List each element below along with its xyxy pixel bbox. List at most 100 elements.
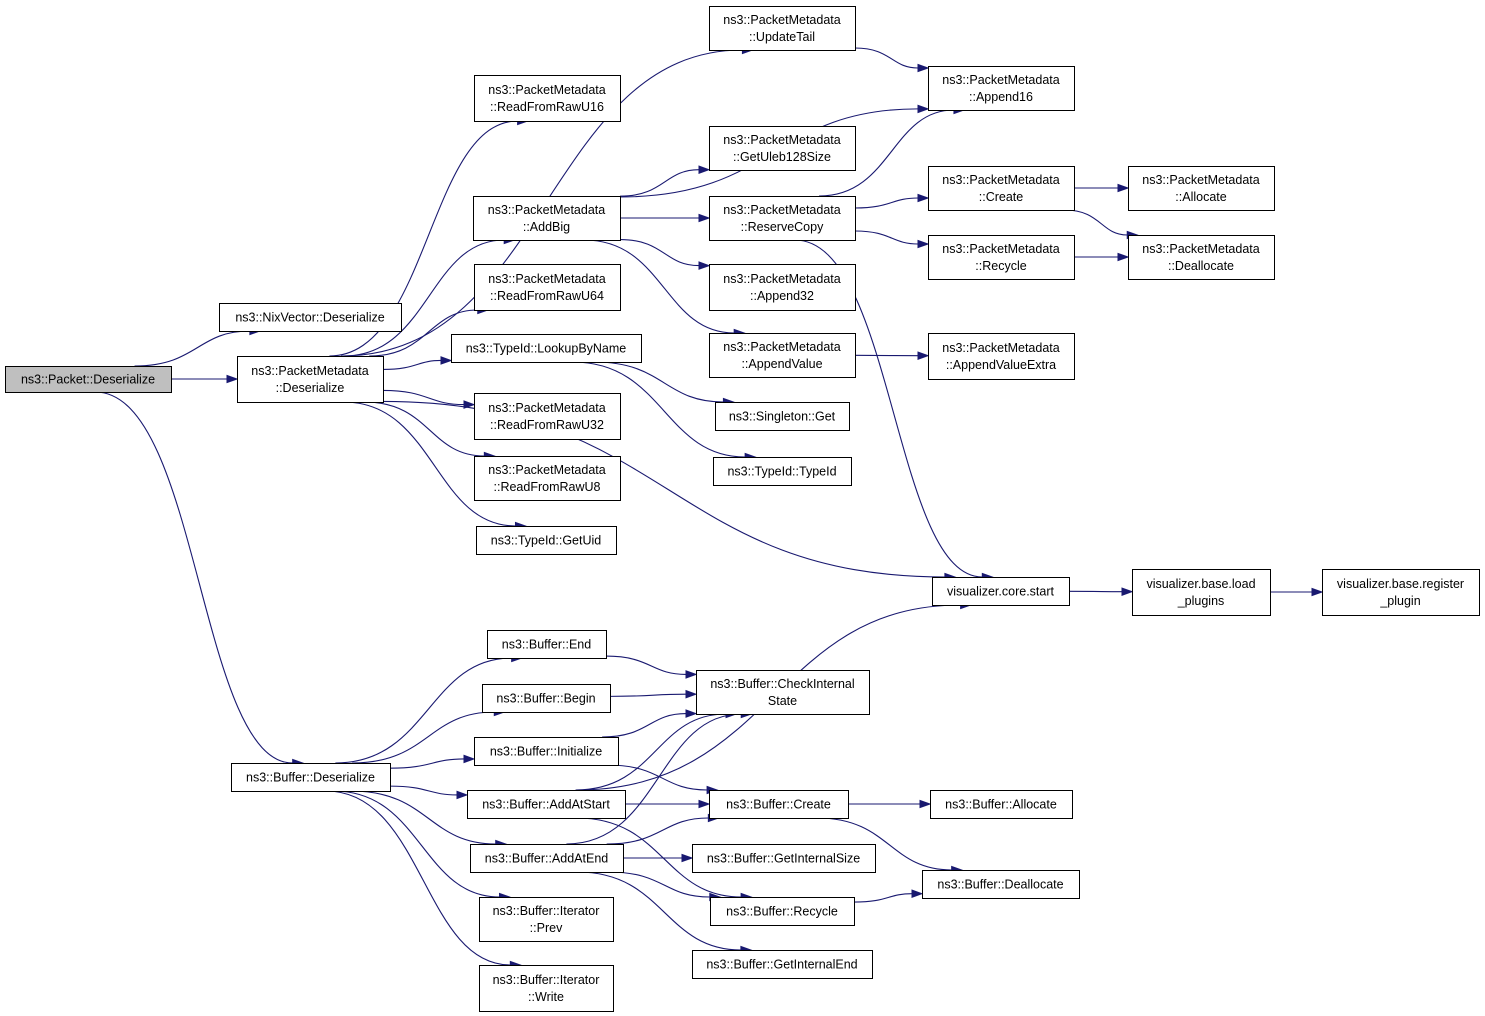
node-box bbox=[709, 196, 856, 241]
node-box bbox=[451, 334, 642, 363]
call-edge-addbig-to-app32 bbox=[619, 238, 711, 270]
node-lookup[interactable]: ns3::TypeId::LookupByName bbox=[451, 334, 642, 363]
node-updtail[interactable]: ns3::PacketMetadata::UpdateTail bbox=[709, 6, 856, 51]
node-pmalloc[interactable]: ns3::PacketMetadata::Allocate bbox=[1128, 166, 1275, 211]
node-appvalx[interactable]: ns3::PacketMetadata::AppendValueExtra bbox=[928, 333, 1075, 380]
node-typeid[interactable]: ns3::TypeId::TypeId bbox=[713, 457, 852, 486]
node-label-line: ns3::Buffer::GetInternalEnd bbox=[706, 958, 857, 972]
node-pmdealloc[interactable]: ns3::PacketMetadata::Deallocate bbox=[1128, 235, 1275, 280]
node-u32[interactable]: ns3::PacketMetadata::ReadFromRawU32 bbox=[474, 393, 621, 440]
call-edge-binit-to-bcreate bbox=[607, 764, 719, 795]
node-box bbox=[709, 6, 856, 51]
node-bd[interactable]: ns3::Buffer::Deserialize bbox=[231, 763, 391, 792]
call-edge-root-to-pmd bbox=[170, 374, 239, 384]
call-edge-baddend-to-bgetsize bbox=[622, 853, 694, 863]
node-u16[interactable]: ns3::PacketMetadata::ReadFromRawU16 bbox=[474, 75, 621, 122]
node-rescopy[interactable]: ns3::PacketMetadata::ReserveCopy bbox=[709, 196, 856, 241]
node-label-line: ::Recycle bbox=[975, 259, 1026, 273]
node-bbegin[interactable]: ns3::Buffer::Begin bbox=[482, 684, 611, 713]
node-getuid[interactable]: ns3::TypeId::GetUid bbox=[476, 526, 617, 555]
node-box bbox=[1322, 569, 1480, 616]
node-app32[interactable]: ns3::PacketMetadata::Append32 bbox=[709, 264, 856, 311]
call-edge-pmcreate-to-pmdealloc bbox=[1064, 209, 1139, 240]
arrowhead-icon bbox=[681, 853, 694, 863]
node-label-line: ns3::Buffer::AddAtEnd bbox=[485, 852, 609, 866]
node-label-line: ::Create bbox=[979, 190, 1024, 204]
node-box bbox=[709, 790, 849, 819]
node-label-line: ns3::NixVector::Deserialize bbox=[235, 311, 384, 325]
node-balloc[interactable]: ns3::Buffer::Allocate bbox=[930, 790, 1073, 819]
node-box bbox=[479, 897, 614, 942]
arrowhead-icon bbox=[698, 165, 711, 175]
node-label-line: ns3::PacketMetadata bbox=[723, 203, 840, 217]
node-label-line: visualizer.base.register bbox=[1337, 577, 1464, 591]
node-pmd[interactable]: ns3::PacketMetadata::Deserialize bbox=[237, 356, 384, 403]
node-bcreate[interactable]: ns3::Buffer::Create bbox=[709, 790, 849, 819]
node-label-line: ns3::Buffer::AddAtStart bbox=[482, 798, 610, 812]
node-bgetsize[interactable]: ns3::Buffer::GetInternalSize bbox=[692, 844, 876, 873]
arrowhead-icon bbox=[463, 754, 476, 764]
node-pmrecycle[interactable]: ns3::PacketMetadata::Recycle bbox=[928, 235, 1075, 280]
arrowhead-icon bbox=[698, 261, 711, 270]
node-pmcreate[interactable]: ns3::PacketMetadata::Create bbox=[928, 166, 1075, 211]
arrowhead-icon bbox=[226, 374, 239, 384]
node-brecycle[interactable]: ns3::Buffer::Recycle bbox=[710, 897, 855, 926]
node-label-line: ns3::Buffer::Deserialize bbox=[246, 771, 375, 785]
node-label-line: ns3::PacketMetadata bbox=[942, 73, 1059, 87]
node-box bbox=[473, 196, 621, 241]
node-box bbox=[709, 333, 856, 378]
node-u64[interactable]: ns3::PacketMetadata::ReadFromRawU64 bbox=[474, 264, 621, 311]
arrowhead-icon bbox=[917, 193, 930, 203]
arrowhead-icon bbox=[685, 689, 698, 699]
node-box bbox=[474, 264, 621, 311]
node-singleton[interactable]: ns3::Singleton::Get bbox=[715, 402, 850, 431]
arrowhead-icon bbox=[911, 889, 924, 899]
call-edge-addbig-to-uleb bbox=[619, 165, 711, 197]
node-box bbox=[219, 303, 402, 332]
node-bprev[interactable]: ns3::Buffer::Iterator::Prev bbox=[479, 897, 614, 942]
node-u8[interactable]: ns3::PacketMetadata::ReadFromRawU8 bbox=[474, 456, 621, 501]
call-edge-baddstart-to-bcreate bbox=[625, 799, 711, 809]
node-box bbox=[476, 526, 617, 555]
call-edge-baddend-to-bcheck bbox=[566, 709, 753, 845]
node-bwrite[interactable]: ns3::Buffer::Iterator::Write bbox=[479, 965, 614, 1012]
call-edge-bend-to-bcheck bbox=[605, 655, 698, 679]
node-uleb[interactable]: ns3::PacketMetadata::GetUleb128Size bbox=[709, 126, 856, 171]
node-bdealloc[interactable]: ns3::Buffer::Deallocate bbox=[922, 870, 1080, 899]
node-bend[interactable]: ns3::Buffer::End bbox=[487, 630, 607, 659]
node-vstart[interactable]: visualizer.core.start bbox=[932, 577, 1070, 606]
call-edge-bd-to-baddstart bbox=[389, 785, 469, 800]
node-binit[interactable]: ns3::Buffer::Initialize bbox=[474, 737, 619, 766]
node-baddstart[interactable]: ns3::Buffer::AddAtStart bbox=[467, 790, 626, 819]
arrowhead-icon bbox=[440, 356, 453, 365]
node-box bbox=[470, 844, 624, 873]
node-label-line: ::ReadFromRawU64 bbox=[490, 289, 604, 303]
node-label-line: ns3::TypeId::GetUid bbox=[491, 534, 602, 548]
arrowhead-icon bbox=[463, 400, 476, 409]
node-label-line: ns3::TypeId::TypeId bbox=[727, 465, 836, 479]
call-edge-bd-to-binit bbox=[389, 754, 476, 769]
node-label-line: ::Append16 bbox=[969, 90, 1033, 104]
node-label-line: ns3::TypeId::LookupByName bbox=[466, 342, 627, 356]
node-addbig[interactable]: ns3::PacketMetadata::AddBig bbox=[473, 196, 621, 241]
node-app16[interactable]: ns3::PacketMetadata::Append16 bbox=[928, 66, 1075, 111]
arrowhead-icon bbox=[685, 709, 698, 718]
node-label-line: ::Write bbox=[528, 990, 564, 1004]
node-root[interactable]: ns3::Packet::Deserialize bbox=[5, 366, 172, 393]
node-appval[interactable]: ns3::PacketMetadata::AppendValue bbox=[709, 333, 856, 378]
node-box bbox=[479, 965, 614, 1012]
node-vreg[interactable]: visualizer.base.register_plugin bbox=[1322, 569, 1480, 616]
node-nix[interactable]: ns3::NixVector::Deserialize bbox=[219, 303, 402, 332]
node-label-line: ns3::Packet::Deserialize bbox=[21, 373, 155, 387]
node-label-line: ns3::PacketMetadata bbox=[723, 13, 840, 27]
node-label-line: ns3::Buffer::Iterator bbox=[493, 973, 600, 987]
node-baddend[interactable]: ns3::Buffer::AddAtEnd bbox=[470, 844, 624, 873]
node-label-line: _plugins bbox=[1177, 594, 1225, 608]
node-bgetend[interactable]: ns3::Buffer::GetInternalEnd bbox=[692, 950, 873, 979]
arrowhead-icon bbox=[1117, 183, 1130, 193]
node-label-line: ns3::PacketMetadata bbox=[942, 173, 1059, 187]
node-label-line: ns3::Buffer::Create bbox=[726, 798, 831, 812]
node-vload[interactable]: visualizer.base.load_plugins bbox=[1132, 569, 1271, 616]
node-label-line: ns3::Buffer::Iterator bbox=[493, 904, 600, 918]
